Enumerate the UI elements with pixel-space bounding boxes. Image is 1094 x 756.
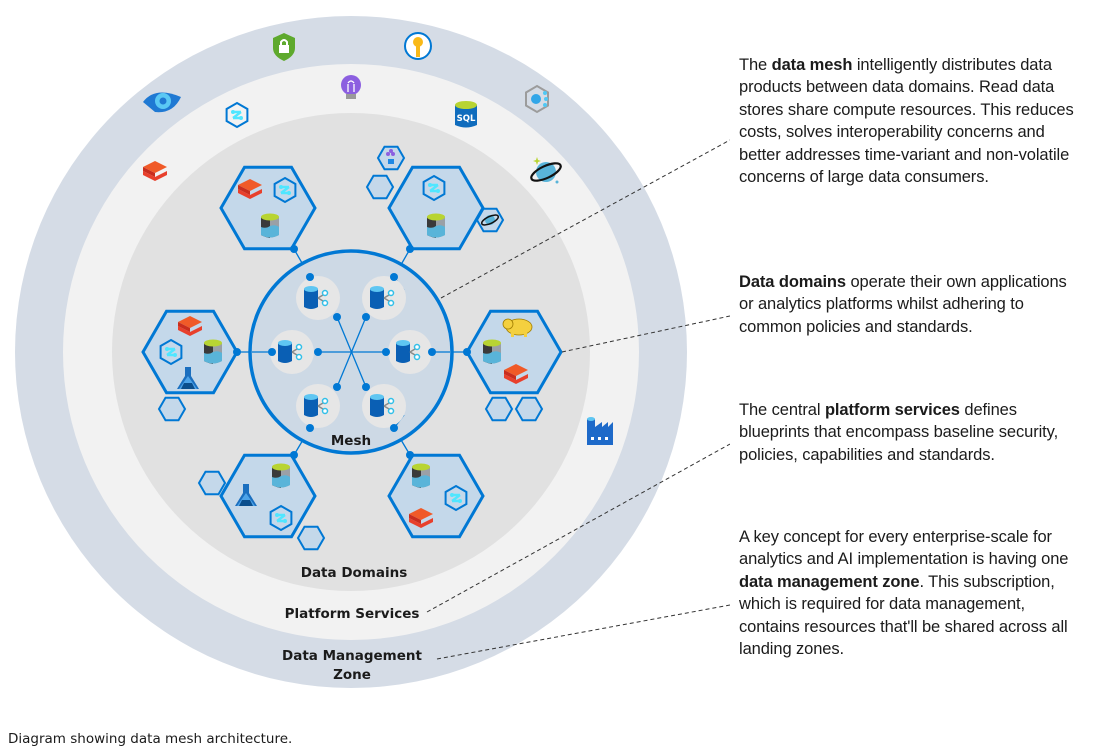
- shield-lock-icon: [273, 33, 295, 61]
- mesh[interactable]: Mesh: [233, 245, 471, 459]
- leader-lines: [426, 139, 730, 660]
- desc-text: . This subscription, which is required f…: [739, 572, 1068, 659]
- mesh-connector-dots: [233, 245, 471, 459]
- leader-platform-services: [426, 443, 730, 613]
- mesh-data-product-icon: [361, 275, 407, 321]
- data-lake-icon: [427, 213, 445, 238]
- data-management-zone-label-line2: Zone: [333, 667, 371, 683]
- data-management-zone-label-line1: Data Management: [282, 648, 422, 664]
- mesh-data-product-icon: [295, 275, 341, 321]
- mesh-data-product-icon: [387, 329, 433, 375]
- data-lake-icon: [272, 463, 290, 488]
- mesh-data-product-icon: [361, 383, 407, 429]
- desc-bold: platform services: [824, 401, 960, 419]
- description-data-mesh: The data mesh intelligently distributes …: [739, 54, 1084, 188]
- desc-text: The: [739, 56, 772, 74]
- svg-text:SQL: SQL: [457, 114, 476, 124]
- platform-services-label: Platform Services: [285, 606, 420, 622]
- purview-eye-icon: [143, 92, 181, 113]
- cognitive-search-icon: [525, 84, 549, 114]
- data-lake-icon: [261, 213, 279, 238]
- leader-data-domains: [561, 315, 730, 353]
- hadoop-icon: [502, 318, 533, 337]
- desc-text: A key concept for every enterprise-scale…: [739, 528, 1069, 569]
- mesh-label: Mesh: [331, 433, 371, 449]
- domain-top-right[interactable]: [366, 145, 504, 251]
- cosmos-db-icon: [480, 214, 500, 226]
- figure-caption: Diagram showing data mesh architecture.: [8, 731, 293, 747]
- data-domains-label: Data Domains: [301, 565, 408, 581]
- desc-text: The central: [739, 401, 825, 419]
- factory-icon: [587, 417, 613, 445]
- data-lake-icon: [483, 339, 501, 364]
- domain-right[interactable]: [465, 309, 563, 422]
- desc-text: defines blueprints that encompass baseli…: [739, 401, 1059, 464]
- data-lake-icon: [204, 339, 222, 364]
- desc-bold: Data domains: [739, 273, 846, 291]
- leader-data-management-zone: [436, 604, 730, 660]
- data-lake-icon: [412, 463, 430, 488]
- desc-text: operate their own applications or analyt…: [739, 273, 1067, 336]
- description-data-management-zone: A key concept for every enterprise-scale…: [739, 526, 1084, 660]
- app-hex-icon: [386, 149, 395, 164]
- sql-database-icon: SQL: [455, 101, 477, 128]
- description-data-domains: Data domains operate their own applicati…: [739, 271, 1084, 338]
- desc-bold: data mesh: [771, 56, 853, 74]
- desc-text: intelligently distributes data products …: [739, 56, 1074, 187]
- key-vault-icon: [404, 32, 432, 60]
- bulb-icon: [341, 75, 361, 99]
- mesh-data-product-icon: [269, 329, 315, 375]
- leader-data-mesh: [440, 139, 730, 299]
- description-platform-services: The central platform services defines bl…: [739, 399, 1084, 466]
- data-mesh-diagram: SQL: [15, 16, 730, 688]
- mesh-data-product-icon: [295, 383, 341, 429]
- desc-bold: data management zone: [739, 572, 920, 591]
- cosmos-db-icon: [530, 157, 562, 184]
